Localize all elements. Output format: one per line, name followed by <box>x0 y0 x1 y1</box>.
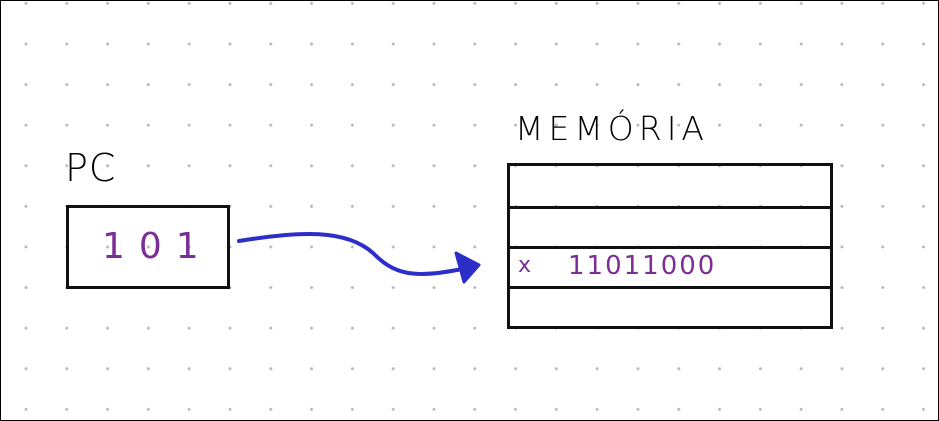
pc-register-box <box>66 205 230 289</box>
arrow-head <box>454 251 481 284</box>
row-marker: x <box>518 253 532 278</box>
memory-row <box>510 206 830 246</box>
memory-label: MEMÓRIA <box>515 109 710 148</box>
memory-box: x 11011000 <box>507 163 833 329</box>
pc-label: PC <box>65 146 117 190</box>
memory-row: x 11011000 <box>510 246 830 286</box>
pc-value: 101 <box>102 226 213 267</box>
row-bits: 11011000 <box>568 251 717 281</box>
memory-row <box>510 286 830 326</box>
arrow-shaft <box>237 231 473 277</box>
